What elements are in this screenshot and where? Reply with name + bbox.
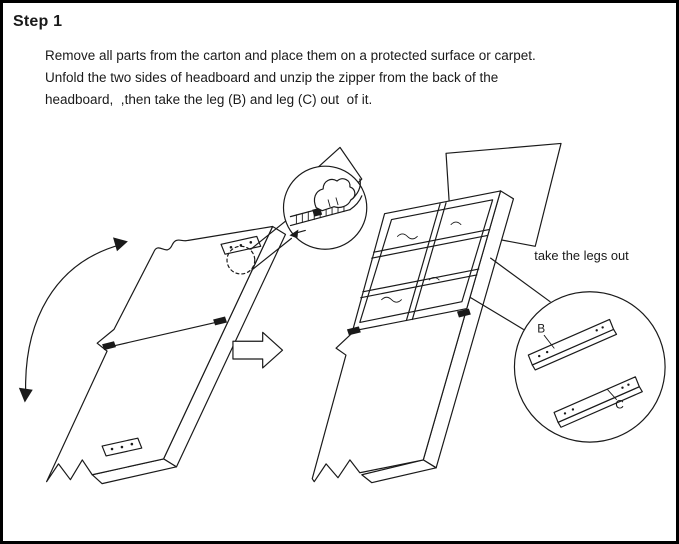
unfold-curved-arrow-icon — [18, 237, 128, 403]
headboard-main-face — [311, 190, 502, 483]
open-back-flap — [445, 142, 562, 247]
interior-long-divider — [405, 202, 447, 322]
unfolded-headboard-drawing — [311, 142, 562, 484]
interior-cross-divider-1 — [371, 228, 491, 259]
headboard-bottom-face — [361, 459, 437, 484]
zipper-pull-left — [346, 326, 361, 336]
zoom-leader-line — [250, 218, 289, 250]
zoom-leader-line — [251, 237, 293, 271]
headboard-bottom-face — [91, 458, 178, 485]
leg-b-label-line — [543, 334, 555, 349]
headboard-side-face — [162, 225, 287, 468]
zipper-teeth-ticks — [295, 202, 345, 224]
zipper-slider — [312, 207, 323, 217]
zipper-seam — [350, 307, 468, 332]
headboard-main-face — [46, 225, 274, 483]
fabric-edge — [349, 178, 363, 211]
hand-icon — [313, 178, 356, 212]
leg-c-drawing — [553, 376, 643, 428]
dashed-zoom-indicator — [226, 218, 293, 275]
instruction-line-1: Remove all parts from the carton and pla… — [45, 48, 536, 63]
zipper-pull-left — [102, 341, 116, 351]
zipper-pull-right — [213, 316, 228, 326]
zipper-zoom-circle — [282, 146, 368, 250]
next-step-arrow-icon — [232, 331, 284, 369]
interior-cross-divider-2 — [360, 268, 480, 299]
legs-zoom-circle — [513, 291, 666, 443]
legs-leader-line — [490, 257, 551, 303]
folded-headboard-drawing — [46, 225, 287, 485]
legs-leader-line — [470, 297, 524, 330]
zipper-seam — [107, 320, 221, 348]
leg-c-label-line — [607, 389, 617, 401]
callout-take-legs-out: take the legs out — [534, 248, 629, 263]
instruction-text: Remove all parts from the carton and pla… — [45, 45, 645, 111]
headboard-side-face — [422, 190, 515, 469]
top-leg-bracket — [220, 235, 262, 255]
zipper-teeth-band — [289, 200, 351, 227]
fabric-flap-tip — [307, 146, 363, 198]
pull-direction-arrow-icon — [289, 229, 306, 239]
leg-c-label: C — [615, 397, 624, 411]
leg-b-label: B — [537, 321, 545, 335]
step-title: Step 1 — [13, 13, 63, 30]
bottom-leg-bracket — [101, 437, 143, 457]
zipper-pull-right — [456, 308, 471, 318]
instruction-line-2: Unfold the two sides of headboard and un… — [45, 70, 499, 85]
interior-frame — [359, 199, 494, 324]
fabric-squiggles — [381, 221, 462, 303]
instruction-line-3: headboard, ,then take the leg (B) and le… — [45, 92, 373, 107]
leg-b-drawing — [527, 318, 618, 371]
